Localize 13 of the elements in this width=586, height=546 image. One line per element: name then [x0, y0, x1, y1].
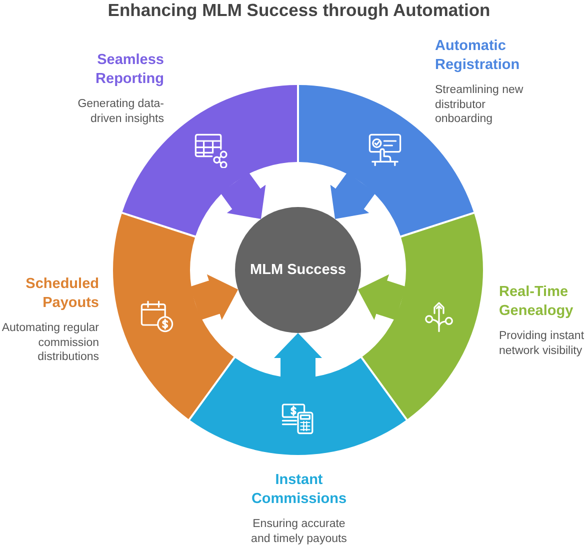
- segment-title: Real-Time Genealogy: [499, 283, 574, 321]
- segment-title: Scheduled Payouts: [24, 275, 99, 313]
- diagram-title: Enhancing MLM Success through Automation: [108, 0, 490, 20]
- segment-description: Automating regular commission distributions: [0, 321, 99, 364]
- segment-description: Generating data-driven insights: [76, 97, 164, 126]
- hub-label: MLM Success: [250, 261, 346, 279]
- segment-description: Streamlining new distributor onboarding: [435, 83, 524, 126]
- arrow: [274, 333, 322, 378]
- segment-description: Providing instant network visibility: [499, 329, 586, 358]
- segment-title: Automatic Registration: [435, 37, 521, 75]
- segment-title: Seamless Reporting: [94, 51, 164, 89]
- segment-description: Ensuring accurate and timely payouts: [250, 517, 348, 546]
- segment-title: Instant Commissions: [250, 471, 348, 509]
